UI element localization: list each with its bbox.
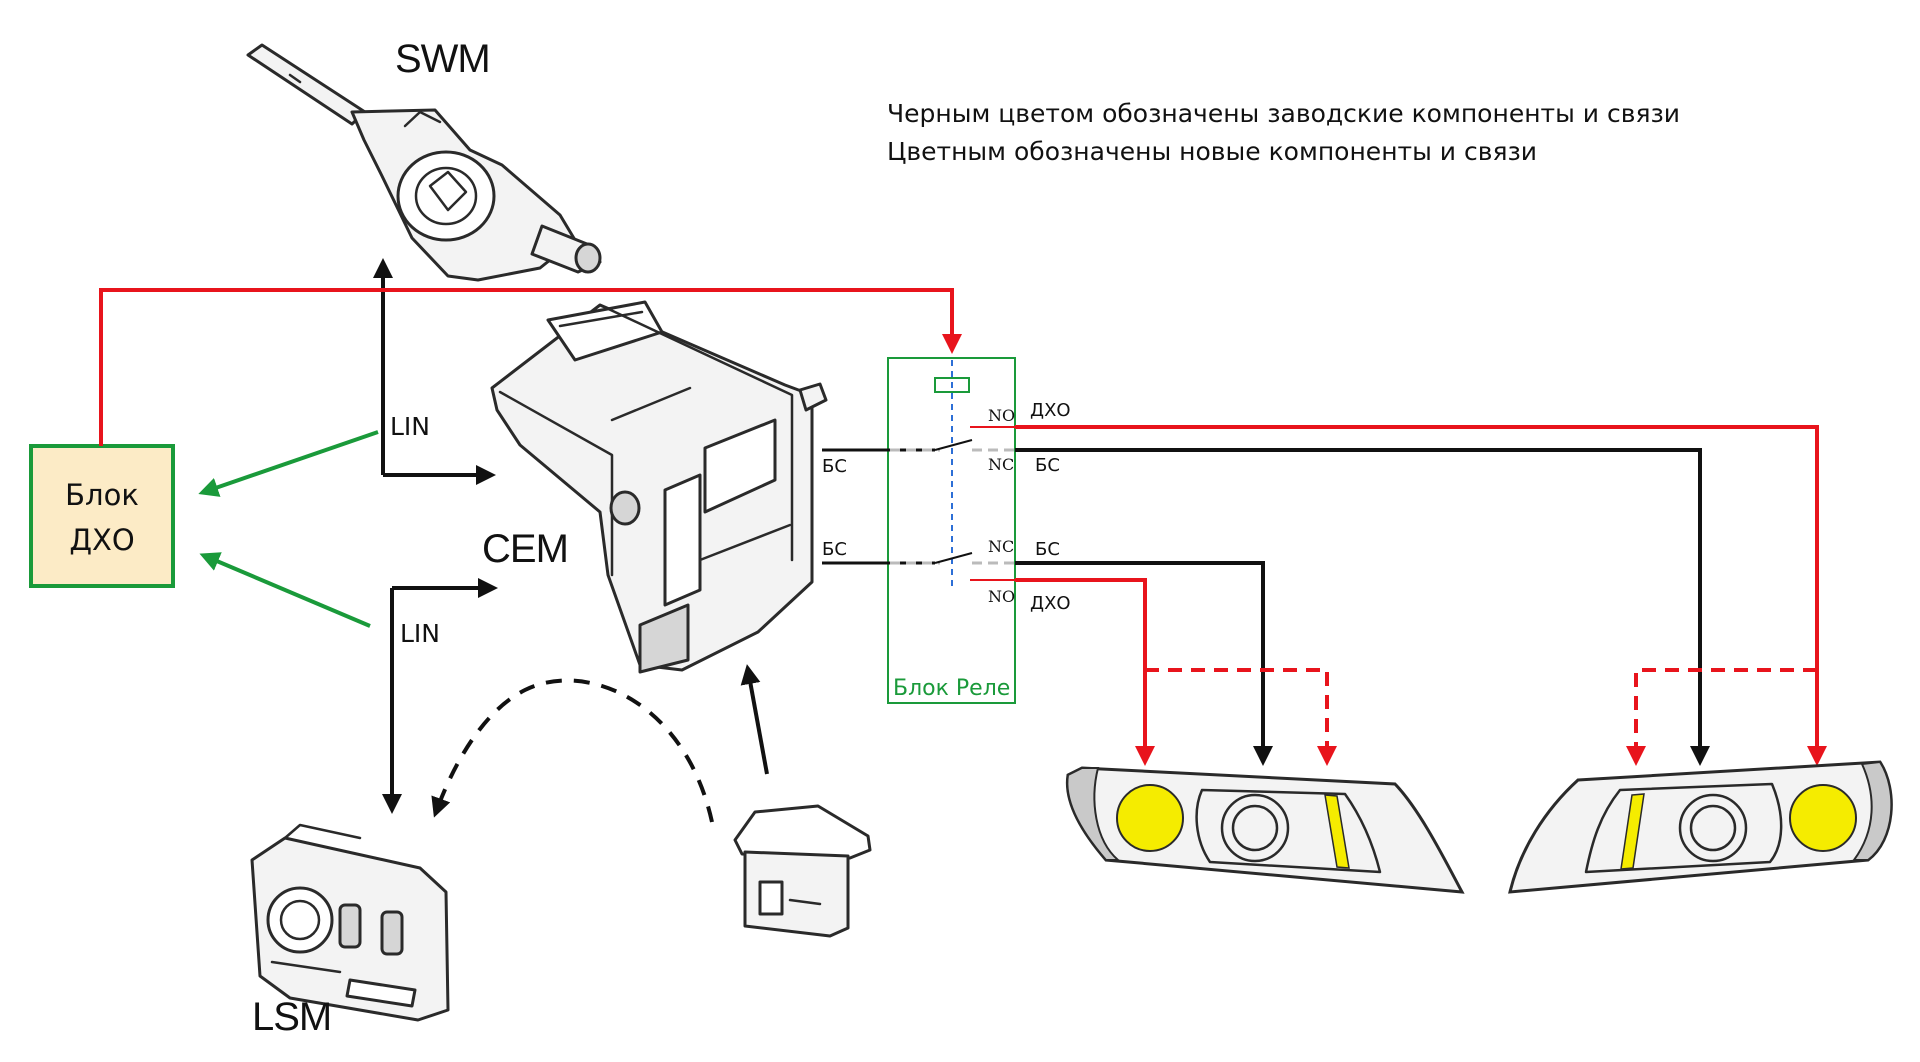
lin-bus-connections [373, 258, 769, 823]
bs-in-top: БС [822, 456, 847, 477]
legend-line-2: Цветным обозначены новые компоненты и св… [887, 137, 1537, 166]
relay-pin-nc-top: NC [988, 455, 1014, 474]
relay-block-label: Блок Реле [893, 676, 1010, 701]
relay-pin-nc-bottom: NC [988, 537, 1014, 556]
lin-label-bottom: LIN [400, 619, 440, 648]
lsm-label: LSM [252, 995, 331, 1039]
relay-block [887, 357, 1016, 704]
drl-block-label-line-2: ДХО [69, 523, 134, 557]
right-headlamp [1508, 760, 1893, 894]
bs-in-bottom: БС [822, 539, 847, 560]
lin-label-top: LIN [390, 412, 430, 441]
cem-module [490, 300, 828, 674]
bs-out-bottom: БС [1035, 539, 1060, 560]
drl-out-top: ДХО [1030, 400, 1071, 421]
swm-label: SWM [395, 37, 490, 81]
cem-label: CEM [482, 527, 568, 571]
right-drl-lamp [1789, 784, 1857, 852]
drl-block: Блок ДХО [29, 444, 175, 588]
drl-lin-taps [198, 430, 379, 628]
legend-line-1: Черным цветом обозначены заводские компо… [887, 99, 1680, 128]
drl-block-label-line-1: Блок [65, 478, 139, 512]
drl-control-wire [99, 288, 962, 446]
drl-out-bottom: ДХО [1030, 593, 1071, 614]
relay-coil [934, 377, 970, 393]
relay-pin-no-top: NO [988, 406, 1015, 425]
lsm-module [250, 823, 450, 1022]
left-drl-lamp [1116, 784, 1184, 852]
cem-to-relay-wires [822, 448, 890, 565]
relay-pin-no-bottom: NO [988, 587, 1015, 606]
headlamp-wiring [1015, 425, 1827, 766]
bs-out-top: БС [1035, 455, 1060, 476]
brake-switch [733, 804, 872, 938]
left-drl-strip [1324, 794, 1350, 869]
left-headlamp [1065, 766, 1465, 894]
right-drl-strip [1620, 793, 1645, 870]
swm-module [246, 43, 602, 282]
